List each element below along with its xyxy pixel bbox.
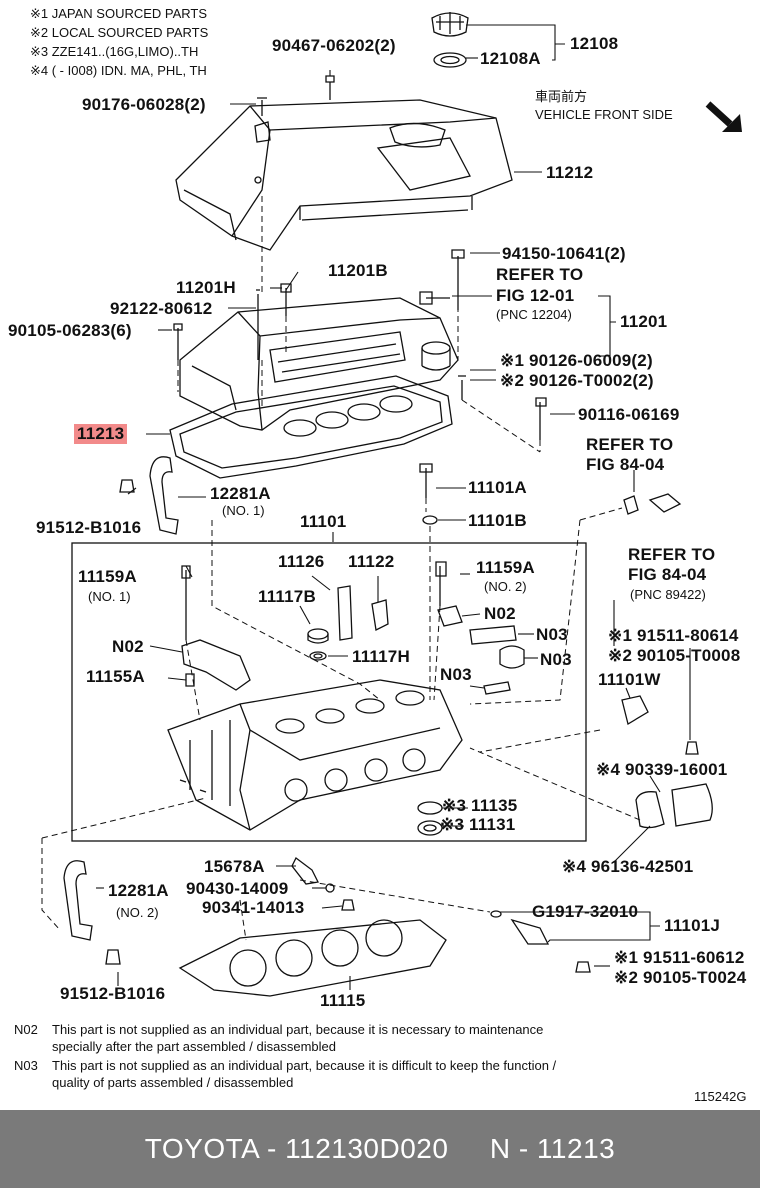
figure-id: 115242G: [694, 1089, 747, 1104]
note-n03-code: N03: [14, 1058, 38, 1073]
refer-c-line3: (PNC 89422): [630, 587, 706, 602]
part-label-n03-b[interactable]: N03: [540, 650, 572, 669]
part-label-n02-a[interactable]: N02: [484, 604, 516, 623]
head-gasket: [178, 919, 447, 997]
part-label-90467[interactable]: 90467-06202(2): [272, 36, 396, 55]
refer-a-line2[interactable]: FIG 12-01: [496, 286, 575, 305]
part-label-96136[interactable]: ※4 96136-42501: [562, 857, 694, 876]
part-label-90105-t0024[interactable]: ※2 90105-T0024: [614, 968, 747, 987]
part-label-91511-60612[interactable]: ※1 91511-60612: [614, 948, 745, 967]
refer-a-line3: (PNC 12204): [496, 307, 572, 322]
refer-b-line1: REFER TO: [586, 435, 674, 454]
part-label-11115[interactable]: 11115: [320, 991, 366, 1010]
part-label-11101b[interactable]: 11101B: [468, 511, 527, 530]
part-label-11212[interactable]: 11212: [546, 163, 594, 182]
part-label-n02-b[interactable]: N02: [112, 637, 144, 656]
part-label-11101a[interactable]: 11101A: [468, 478, 527, 497]
part-label-12281a-2[interactable]: 12281A: [108, 881, 169, 900]
legend-4: ※4 ( - I008) IDN. MA, PHL, TH: [30, 63, 207, 78]
part-label-11159a-1[interactable]: 11159A: [78, 567, 137, 586]
part-label-g1917[interactable]: G1917-32010: [532, 902, 639, 921]
part-label-11155a[interactable]: 11155A: [86, 667, 145, 686]
part-label-91512-1[interactable]: 91512-B1016: [36, 518, 142, 537]
note-n02: N02 This part is not supplied as an indiv…: [14, 1021, 543, 1038]
part-label-n03-c[interactable]: N03: [440, 665, 472, 684]
part-label-90105[interactable]: 90105-06283(6): [8, 321, 132, 340]
note-n02-code: N02: [14, 1022, 38, 1037]
part-label-90176[interactable]: 90176-06028(2): [82, 95, 206, 114]
part-label-91511-jp[interactable]: ※1 91511-80614: [608, 626, 739, 645]
legend-1: ※1 JAPAN SOURCED PARTS: [30, 6, 208, 21]
part-label-12108[interactable]: 12108: [570, 34, 619, 53]
note-n02-line1: This part is not supplied as an individu…: [52, 1022, 544, 1037]
refer-c-line2[interactable]: FIG 84-04: [628, 565, 707, 584]
part-label-11159a-2[interactable]: 11159A: [476, 558, 535, 577]
direction-en: VEHICLE FRONT SIDE: [535, 107, 673, 122]
part-label-11101[interactable]: 11101: [300, 512, 347, 531]
sensor-parts: [291, 397, 713, 973]
diagram-artwork: [41, 12, 742, 997]
part-label-15678a[interactable]: 15678A: [204, 857, 265, 876]
part-label-11117h[interactable]: 11117H: [352, 647, 410, 666]
engine-hanger-2: [63, 860, 121, 965]
part-label-11122[interactable]: 11122: [348, 552, 395, 571]
part-label-94150[interactable]: 94150-10641(2): [502, 244, 626, 263]
note-n03-line1: This part is not supplied as an individu…: [52, 1058, 557, 1073]
dashed-lines: [41, 196, 641, 941]
valve-parts: [181, 463, 525, 695]
part-label-91512-2[interactable]: 91512-B1016: [60, 984, 166, 1003]
refer-c-line1: REFER TO: [628, 545, 716, 564]
footer-part-number: TOYOTA - 112130D020 N - 11213: [144, 1133, 616, 1164]
part-label-11135[interactable]: ※3 11135: [442, 796, 518, 815]
note-n02-line2: specially after the part assembled / dis…: [52, 1039, 336, 1054]
note-n03: N03 This part is not supplied as an indiv…: [14, 1057, 556, 1074]
part-label-11201b[interactable]: 11201B: [328, 261, 388, 280]
part-label-90341[interactable]: 90341-14013: [202, 898, 305, 917]
part-label-11117b[interactable]: 11117B: [258, 587, 316, 606]
cylinder-head: [167, 679, 463, 831]
parts-diagram: ※1 JAPAN SOURCED PARTS ※2 LOCAL SOURCED …: [8, 6, 747, 1104]
part-label-90126-jp[interactable]: ※1 90126-06009(2): [500, 351, 653, 370]
front-arrow-icon: [705, 101, 733, 127]
part-label-n03-a[interactable]: N03: [536, 625, 568, 644]
direction-jp: 車両前方: [535, 89, 588, 104]
part-label-11131[interactable]: ※3 11131: [440, 815, 516, 834]
part-label-90105-t0008[interactable]: ※2 90105-T0008: [608, 646, 741, 665]
part-label-11101w[interactable]: 11101W: [598, 670, 661, 689]
part-label-12281a-1[interactable]: 12281A: [210, 484, 271, 503]
part-label-12108a[interactable]: 12108A: [480, 49, 541, 68]
part-label-11159a-1-no: (NO. 1): [88, 589, 131, 604]
refer-b-line2[interactable]: FIG 84-04: [586, 455, 665, 474]
refer-a-line1: REFER TO: [496, 265, 584, 284]
engine-cover: [175, 75, 513, 251]
footer-bar: TOYOTA - 112130D020 N - 11213: [0, 1110, 760, 1188]
part-label-11201h[interactable]: 11201H: [176, 278, 236, 297]
part-label-90339[interactable]: ※4 90339-16001: [596, 760, 728, 779]
engine-hanger-1: [119, 456, 179, 535]
part-label-11213-highlighted[interactable]: 11213: [74, 424, 128, 444]
part-label-92122[interactable]: 92122-80612: [110, 299, 213, 318]
cylinder-head-frame: [71, 542, 587, 842]
part-label-90116[interactable]: 90116-06169: [578, 405, 680, 424]
part-label-11159a-2-no: (NO. 2): [484, 579, 527, 594]
part-label-90126-local[interactable]: ※2 90126-T0002(2): [500, 371, 654, 390]
valve-cover: [173, 249, 466, 431]
part-label-11101j[interactable]: 11101J: [664, 916, 721, 935]
part-label-12281a-1-no: (NO. 1): [222, 503, 265, 518]
part-label-11201[interactable]: 11201: [620, 312, 668, 331]
part-label-12281a-2-no: (NO. 2): [116, 905, 159, 920]
cover-gasket: [169, 375, 453, 479]
note-n03-line2: quality of parts assembled / disassemble…: [52, 1075, 294, 1090]
part-label-90430[interactable]: 90430-14009: [186, 879, 289, 898]
legend-3: ※3 ZZE141..(16G,LIMO)..TH: [30, 44, 199, 59]
part-label-11126[interactable]: 11126: [278, 552, 325, 571]
legend-2: ※2 LOCAL SOURCED PARTS: [30, 25, 209, 40]
oil-filler-cap: [431, 12, 469, 68]
leader-lines: [96, 24, 691, 990]
